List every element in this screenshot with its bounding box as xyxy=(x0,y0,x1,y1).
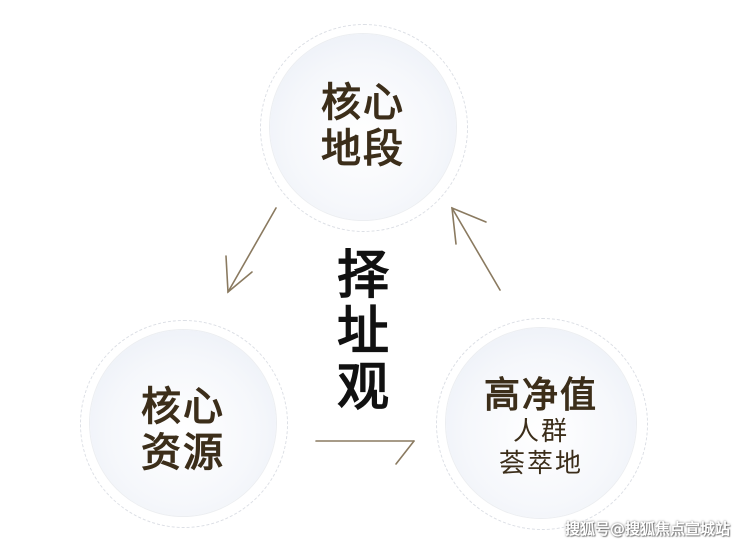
right-node-line2: 人群 xyxy=(512,417,569,447)
center-char-3: 观 xyxy=(336,357,389,418)
left-node-label: 核心 资源 xyxy=(90,384,276,476)
left-node-line1: 核心 xyxy=(141,383,225,430)
arrow-top-to-left xyxy=(227,207,277,293)
top-node-line2: 地段 xyxy=(321,125,405,172)
right-node-label: 高净值 人群 荟萃地 xyxy=(446,374,636,480)
arrowhead-left-to-right xyxy=(395,440,415,465)
center-title: 择 址 观 xyxy=(328,248,398,416)
top-node-circle xyxy=(270,34,456,220)
center-char-1: 择 xyxy=(336,245,389,306)
right-node-circle xyxy=(446,328,636,518)
right-node-line3: 荟萃地 xyxy=(498,449,583,479)
top-node-ring xyxy=(260,24,468,232)
left-node-line2: 资源 xyxy=(141,429,225,476)
arrow-right-to-top xyxy=(451,207,501,291)
arrowhead-top-to-left xyxy=(225,255,253,294)
arrowhead-right-to-top xyxy=(451,206,487,245)
top-node-line1: 核心 xyxy=(321,79,405,126)
right-node-ring xyxy=(436,318,648,530)
right-node-line1: 高净值 xyxy=(483,374,598,416)
left-node-ring xyxy=(80,320,288,528)
watermark: 搜狐号@搜狐焦点宣城站 xyxy=(564,520,730,538)
top-node-label: 核心 地段 xyxy=(270,80,456,172)
center-char-2: 址 xyxy=(336,301,389,362)
left-node-circle xyxy=(90,330,276,516)
